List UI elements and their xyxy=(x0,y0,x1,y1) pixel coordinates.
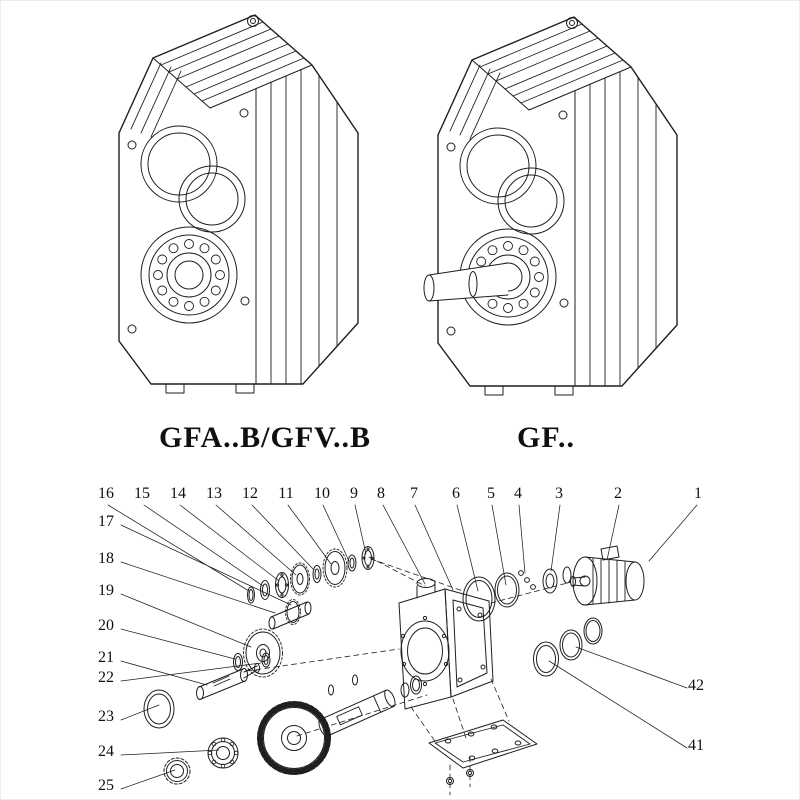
part-callout-23: 23 xyxy=(98,708,114,725)
gearbox-gfab-drawing xyxy=(118,14,359,394)
part-callout-11: 11 xyxy=(278,485,294,502)
part-callout-25: 25 xyxy=(98,777,114,794)
part-callout-7: 7 xyxy=(410,485,418,502)
part-callout-3: 3 xyxy=(555,485,563,502)
product-label-gf: GF.. xyxy=(517,421,575,454)
part-callout-12: 12 xyxy=(242,485,258,502)
part-callout-20: 20 xyxy=(98,617,114,634)
leader-lines xyxy=(107,504,698,790)
part-callout-16: 16 xyxy=(98,485,114,502)
part-callout-19: 19 xyxy=(98,582,114,599)
exploded-assembly-drawing xyxy=(107,504,698,796)
product-label-gfab: GFA..B/GFV..B xyxy=(159,421,371,454)
part-callout-18: 18 xyxy=(98,550,114,567)
part-callout-10: 10 xyxy=(314,485,330,502)
part-callout-22: 22 xyxy=(98,669,114,686)
part-callout-17: 17 xyxy=(98,513,114,530)
motor-part xyxy=(570,545,645,606)
gearbox-gf-drawing xyxy=(423,16,678,396)
part-callout-42: 42 xyxy=(688,677,704,694)
part-callout-14: 14 xyxy=(170,485,186,502)
input-shaft-parts xyxy=(247,546,375,604)
part-callout-6: 6 xyxy=(452,485,460,502)
part-callout-9: 9 xyxy=(350,485,358,502)
part-callout-24: 24 xyxy=(98,743,114,760)
part-callout-2: 2 xyxy=(614,485,622,502)
part-callout-41: 41 xyxy=(688,737,704,754)
part-callout-13: 13 xyxy=(206,485,222,502)
part-callout-15: 15 xyxy=(134,485,150,502)
intermediate-shaft-parts xyxy=(143,599,312,785)
part-callout-8: 8 xyxy=(377,485,385,502)
part-callout-4: 4 xyxy=(514,485,522,502)
output-shaft-parts xyxy=(257,674,538,785)
part-callout-1: 1 xyxy=(694,485,702,502)
part-callout-21: 21 xyxy=(98,649,114,666)
motor-side-parts xyxy=(462,545,645,677)
part-callout-5: 5 xyxy=(487,485,495,502)
